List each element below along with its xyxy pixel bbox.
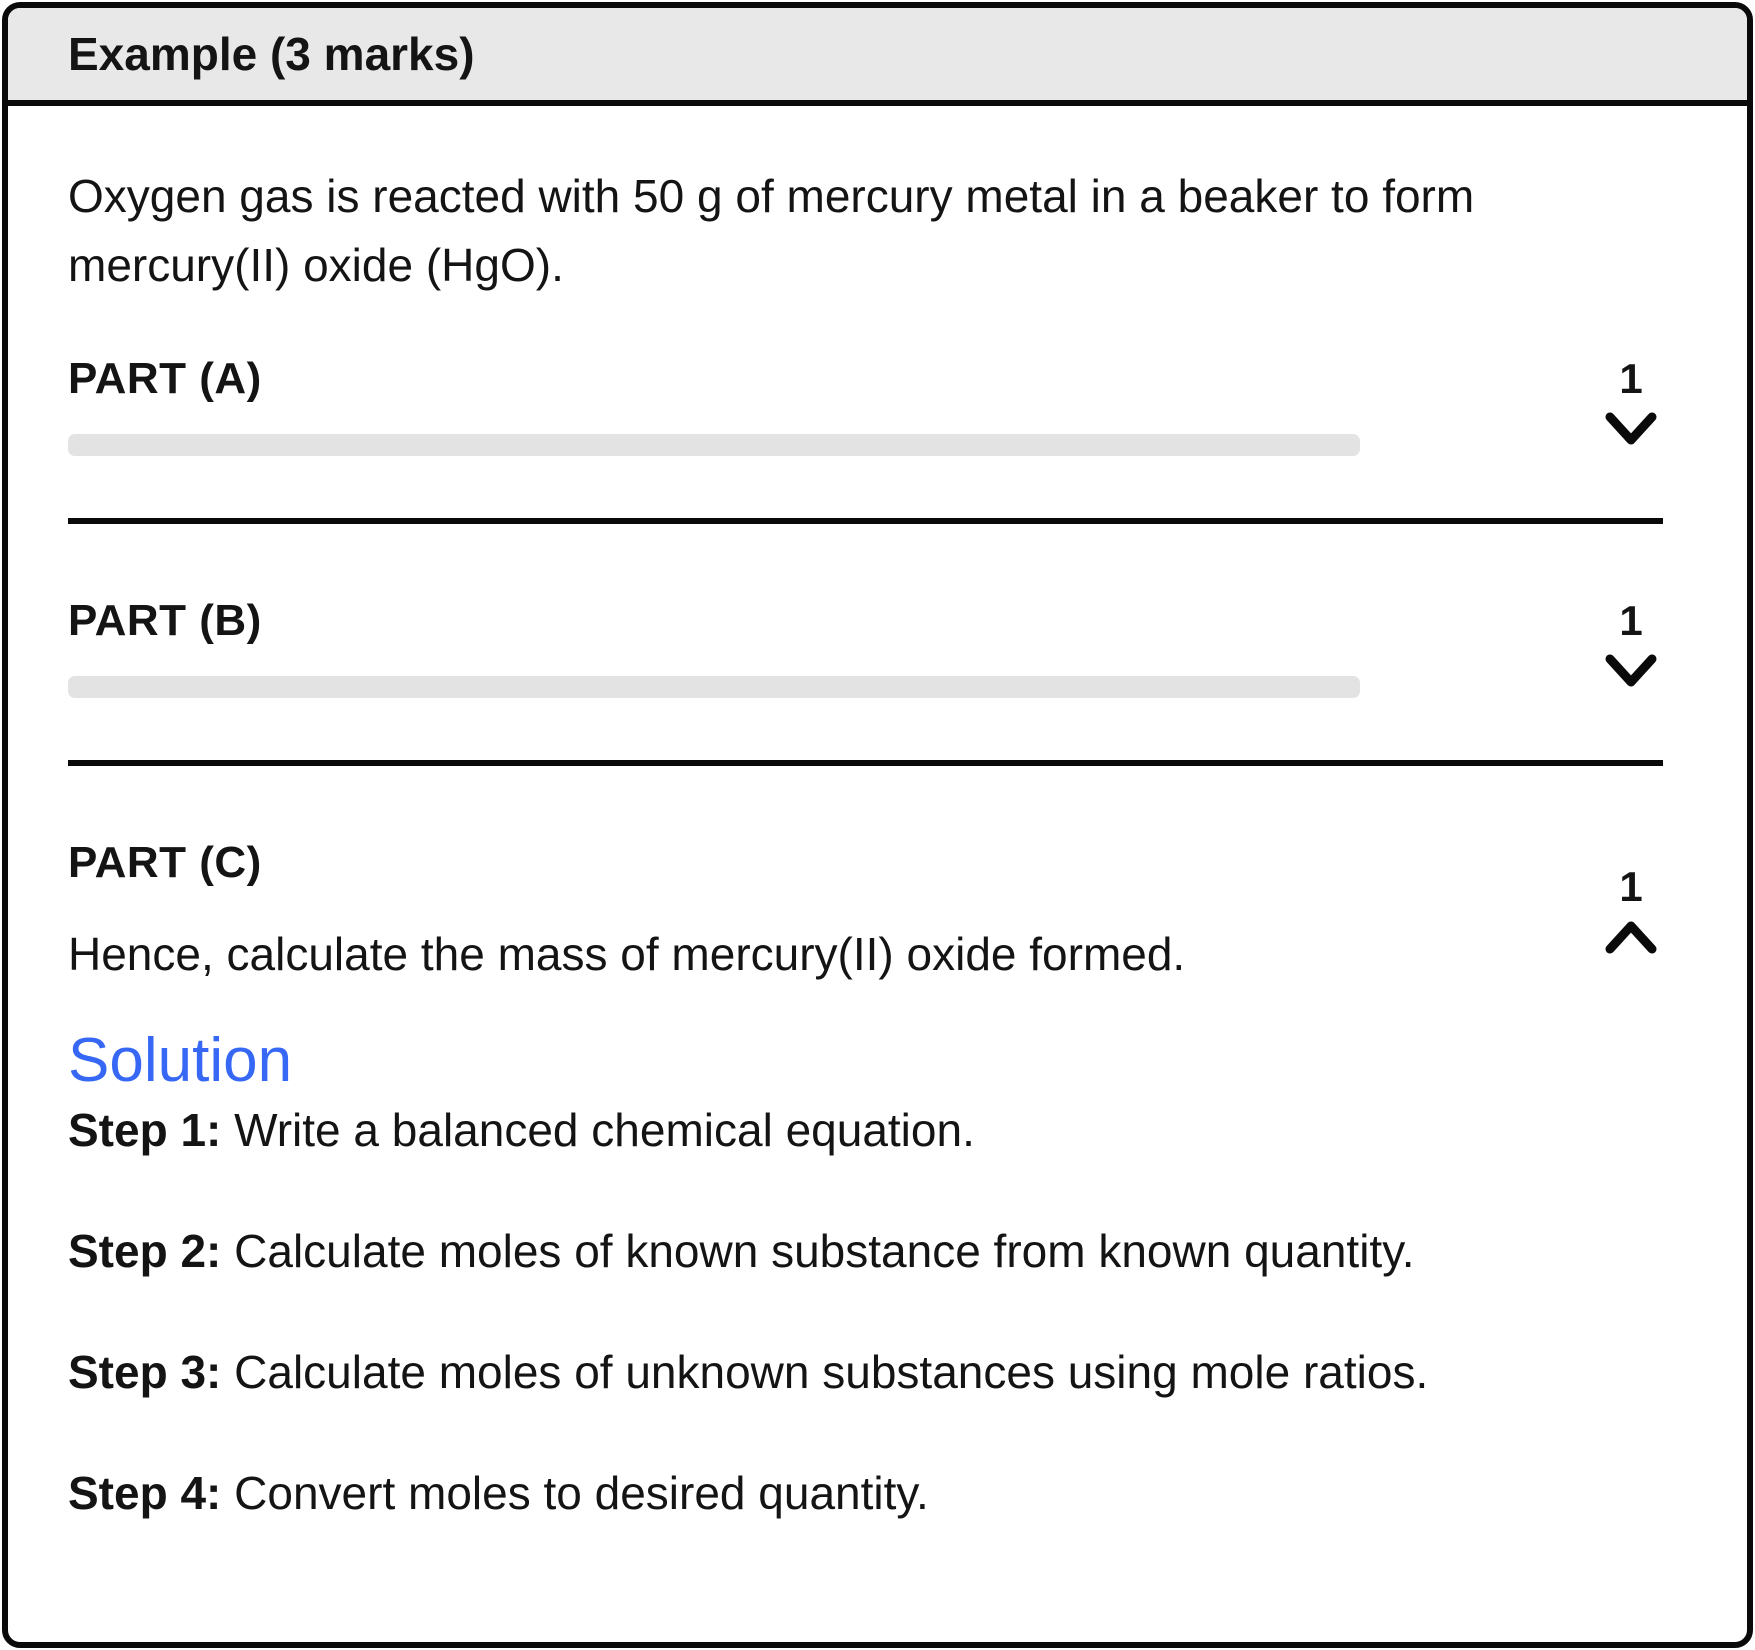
solution-heading: Solution (68, 1026, 293, 1095)
part-a-rail: 1 (1599, 358, 1663, 446)
step-text: Convert moles to desired quantity. (234, 1467, 929, 1519)
example-content: Oxygen gas is reacted with 50 g of mercu… (8, 106, 1747, 1608)
part-c-question: Hence, calculate the mass of mercury(II)… (68, 928, 1186, 980)
part-b-expand-button[interactable] (1605, 654, 1657, 688)
part-a-main: PART (A) (68, 354, 1599, 456)
part-a-marks-badge: 1 (1619, 355, 1643, 402)
part-c-marks-badge: 1 (1619, 863, 1643, 910)
part-c-row[interactable]: PART (C) Hence, calculate the mass of me… (68, 838, 1663, 989)
example-title: Example (3 marks) (68, 28, 475, 80)
part-b-main: PART (B) (68, 596, 1599, 698)
part-b-row[interactable]: PART (B) 1 (68, 596, 1663, 698)
part-b-placeholder-bar (68, 676, 1360, 698)
part-c-label: PART (C) (68, 838, 262, 887)
step-text: Write a balanced chemical equation. (234, 1104, 975, 1156)
part-a-expand-button[interactable] (1605, 412, 1657, 446)
solution-step: Step 3: Calculate moles of unknown subst… (68, 1338, 1663, 1407)
chevron-up-icon (1605, 920, 1657, 954)
question-text: Oxygen gas is reacted with 50 g of mercu… (68, 162, 1663, 300)
chevron-down-icon (1605, 412, 1657, 446)
part-b-label: PART (B) (68, 596, 262, 645)
question-line: mercury(II) oxide (HgO). (68, 239, 564, 291)
step-prefix: Step 1: (68, 1104, 222, 1156)
step-text: Calculate moles of known substance from … (234, 1225, 1415, 1277)
part-c-main: PART (C) Hence, calculate the mass of me… (68, 838, 1599, 989)
step-prefix: Step 3: (68, 1346, 222, 1398)
part-b-marks-badge: 1 (1619, 597, 1643, 644)
step-text: Calculate moles of unknown substances us… (234, 1346, 1429, 1398)
chevron-down-icon (1605, 654, 1657, 688)
part-b-rail: 1 (1599, 600, 1663, 688)
solution-step: Step 2: Calculate moles of known substan… (68, 1217, 1663, 1286)
step-prefix: Step 4: (68, 1467, 222, 1519)
step-prefix: Step 2: (68, 1225, 222, 1277)
part-divider (68, 760, 1663, 766)
part-c-rail: 1 (1599, 866, 1663, 954)
part-a-placeholder-bar (68, 434, 1360, 456)
example-header: Example (3 marks) (8, 8, 1747, 106)
part-divider (68, 518, 1663, 524)
part-c-collapse-button[interactable] (1605, 920, 1657, 954)
part-a-label: PART (A) (68, 354, 262, 403)
solution-step: Step 4: Convert moles to desired quantit… (68, 1459, 1663, 1528)
question-line: Oxygen gas is reacted with 50 g of mercu… (68, 170, 1475, 222)
solution-step: Step 1: Write a balanced chemical equati… (68, 1096, 1663, 1165)
part-a-row[interactable]: PART (A) 1 (68, 354, 1663, 456)
